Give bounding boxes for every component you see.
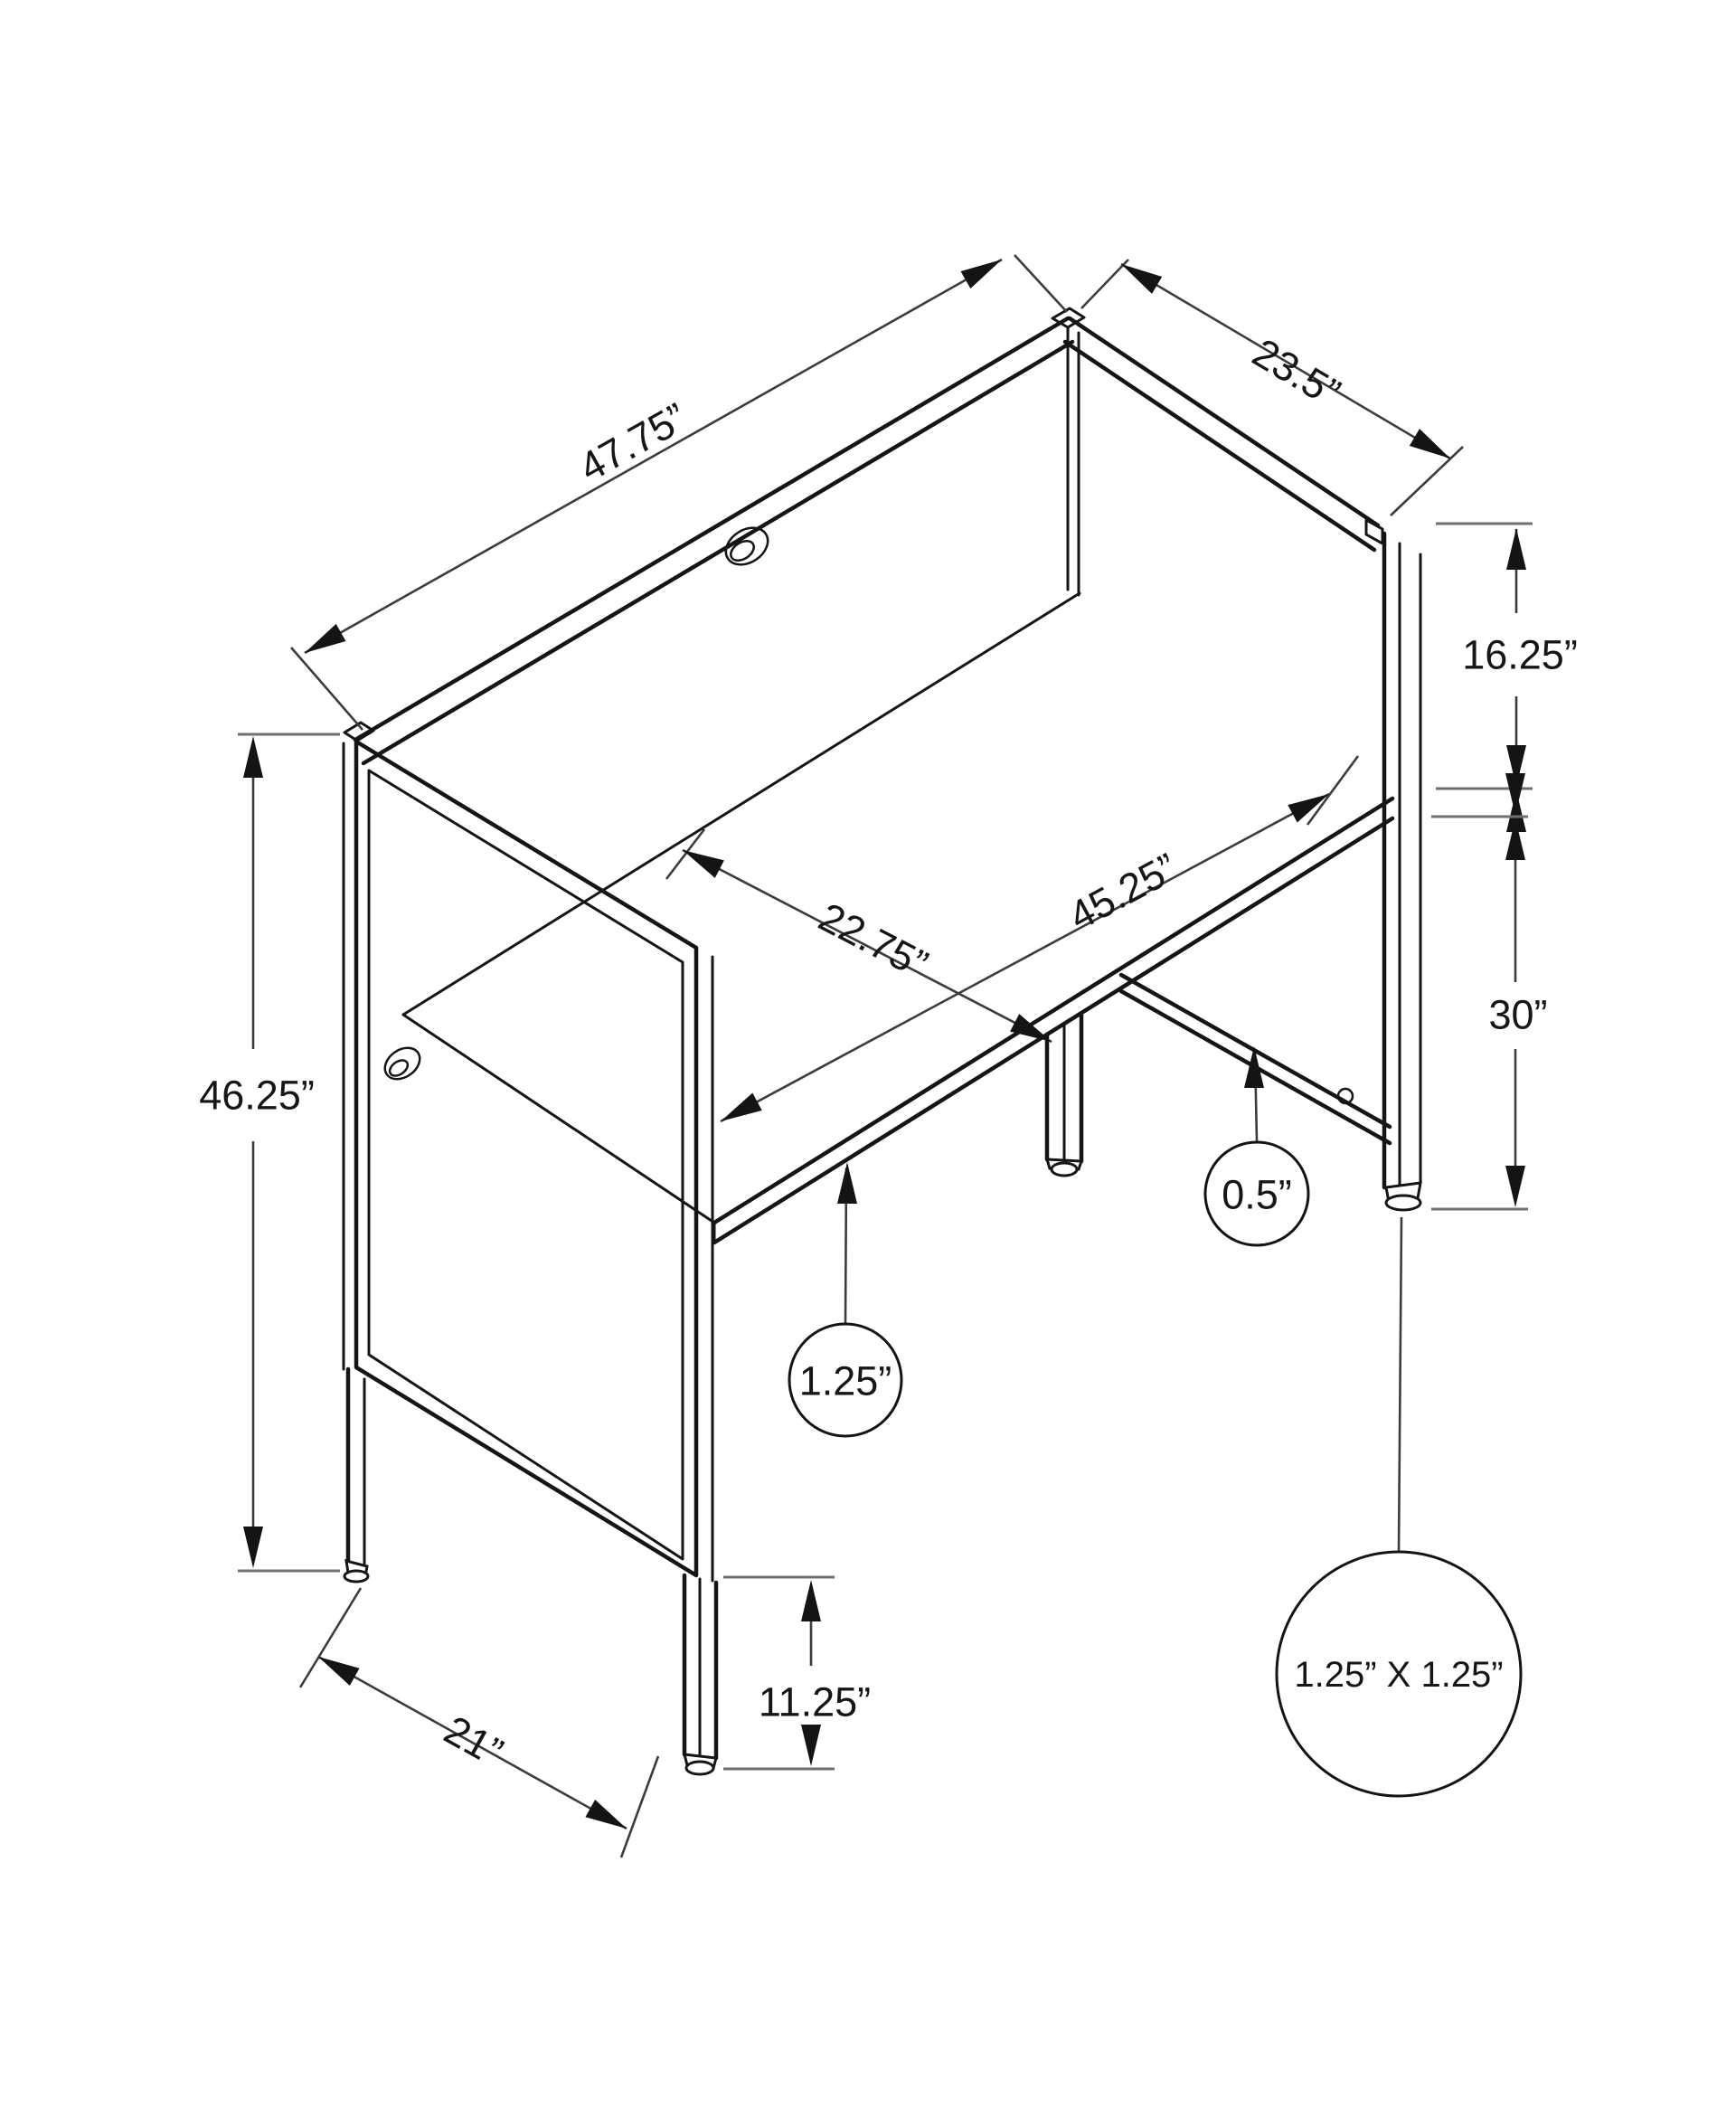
callout-leg-section: 1.25” X 1.25” bbox=[1275, 1216, 1523, 1798]
desk-outline bbox=[342, 307, 1422, 1776]
callout-rail-thickness: 1.25” bbox=[788, 1162, 903, 1438]
middle-leg bbox=[1044, 1012, 1084, 1177]
back-panel-grommet-icon bbox=[724, 526, 769, 566]
right-panel bbox=[1062, 316, 1422, 1212]
dim-label-base-depth: 21” bbox=[437, 1706, 511, 1775]
callout-label-leg-section: 1.25” X 1.25” bbox=[1294, 1655, 1503, 1695]
callout-label-rail-thickness: 1.25” bbox=[799, 1358, 892, 1404]
dim-worktop-width: 45.25” bbox=[715, 755, 1360, 1130]
left-panel bbox=[342, 739, 714, 1583]
dim-width-top: 47.75” bbox=[290, 251, 1068, 731]
left-legs bbox=[343, 1366, 719, 1776]
callout-panel-thickness: 0.5” bbox=[1203, 1046, 1310, 1247]
dim-label-worktop-depth: 22.75” bbox=[812, 893, 936, 988]
rail-screw-icon bbox=[1336, 1087, 1354, 1105]
dim-leg-exposed: 11.25” bbox=[723, 1575, 871, 1771]
callout-label-panel-thickness: 0.5” bbox=[1222, 1172, 1292, 1218]
dim-desktop-height: 30” bbox=[1431, 773, 1548, 1211]
dim-label-width-top: 47.75” bbox=[571, 393, 694, 490]
dim-label-desktop-height: 30” bbox=[1488, 992, 1547, 1038]
desktop bbox=[401, 591, 1395, 1245]
dim-screen-height: 16.25” bbox=[1436, 522, 1578, 832]
dim-label-screen-height: 16.25” bbox=[1462, 632, 1578, 678]
dim-base-depth: 21” bbox=[298, 1587, 660, 1858]
side-panel-grommet-icon bbox=[383, 1046, 421, 1081]
back-panel bbox=[343, 307, 1086, 766]
dim-label-overall-height: 46.25” bbox=[199, 1073, 315, 1119]
dim-worktop-depth: 22.75” bbox=[665, 828, 1057, 1051]
dim-label-worktop-width: 45.25” bbox=[1061, 844, 1185, 939]
dim-label-depth-top: 23.5” bbox=[1245, 329, 1348, 416]
dim-overall-height: 46.25” bbox=[199, 733, 340, 1573]
dim-label-leg-exposed: 11.25” bbox=[759, 1679, 871, 1725]
dim-depth-top: 23.5” bbox=[1080, 255, 1464, 516]
